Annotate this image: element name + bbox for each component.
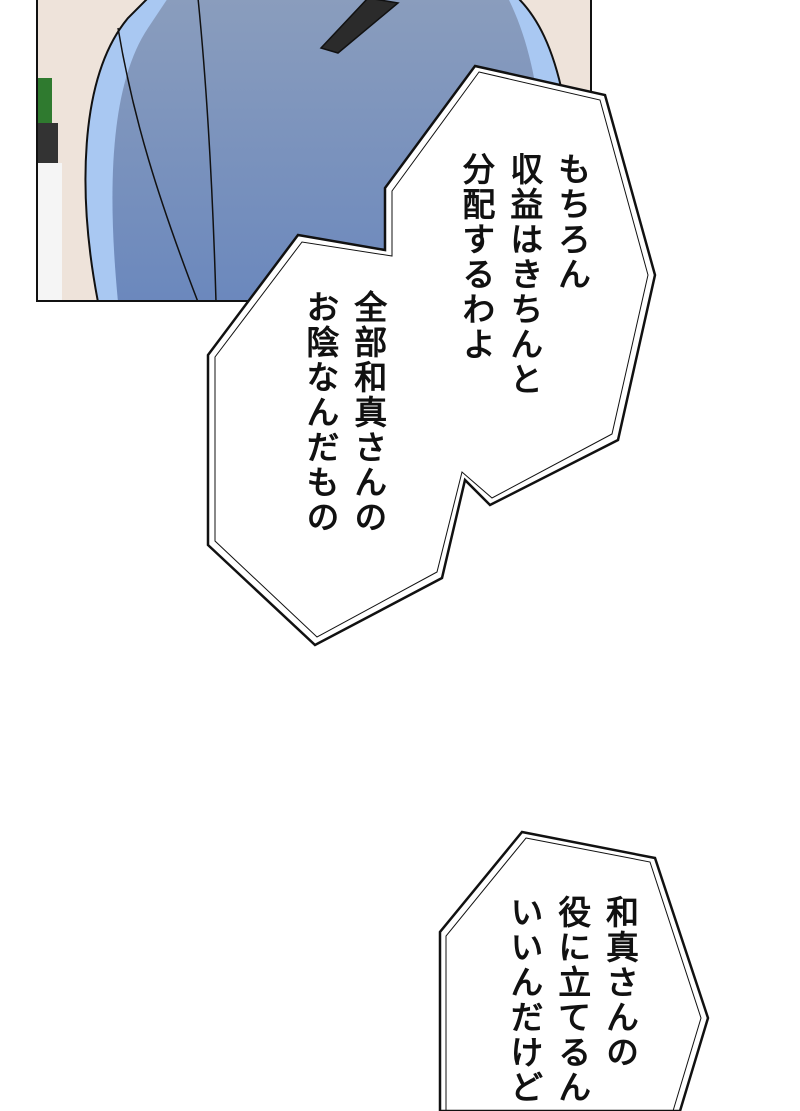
dialogue-line: お陰なんだもの	[300, 290, 340, 535]
dialogue-bubble-1-text: もちろん 収益はきちんと 分配するわよ	[452, 152, 596, 397]
dialogue-line: 和真さんの	[600, 895, 640, 1070]
dialogue-line: 分配するわよ	[456, 152, 496, 362]
dialogue-bubble-3-text: 和真さんの 役に立てるん いいんだけど	[500, 895, 644, 1105]
dialogue-bubble-2-text: 全部和真さんの お陰なんだもの	[296, 290, 392, 535]
dialogue-line: 役に立てるん	[552, 895, 592, 1105]
dialogue-line: 収益はきちんと	[504, 152, 544, 397]
speech-bubble-1	[206, 64, 657, 647]
dialogue-line: 全部和真さんの	[348, 290, 388, 535]
dialogue-line: いいんだけど	[504, 895, 544, 1105]
dialogue-line: もちろん	[552, 152, 592, 292]
speech-bubble-3	[438, 830, 710, 1111]
